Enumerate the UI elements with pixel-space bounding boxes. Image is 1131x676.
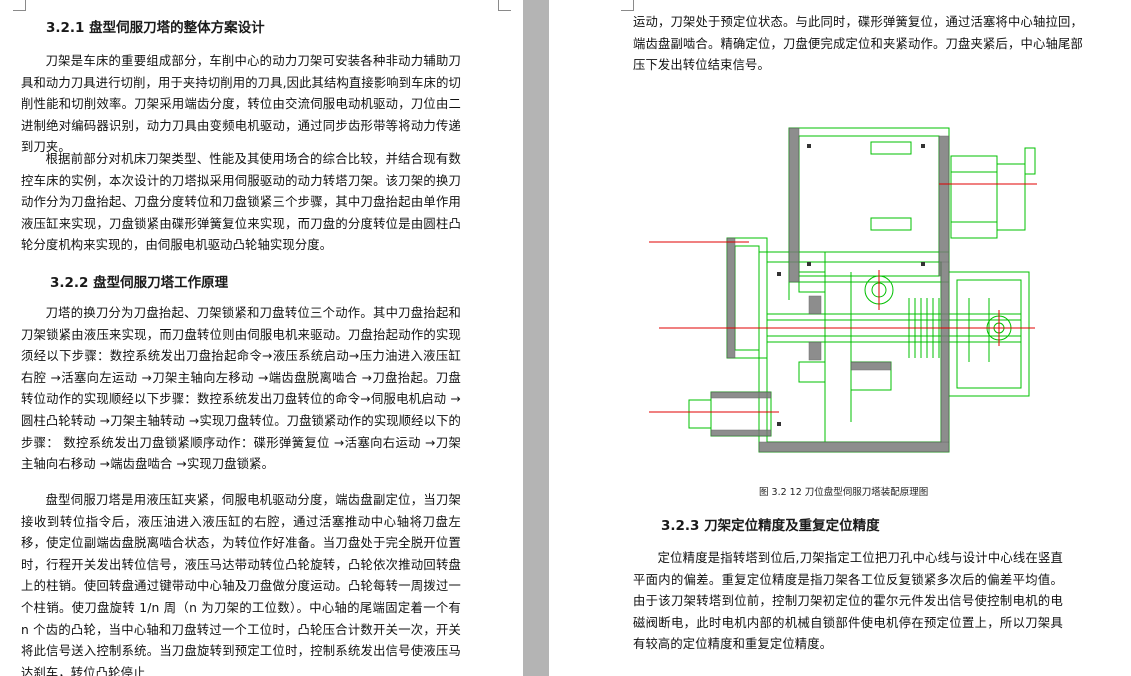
tool-holder-outline: [710, 391, 772, 437]
turret-assembly-drawing: [649, 127, 1037, 453]
paragraph-turret-overview: 刀架是车床的重要组成部分，车削中心的动力刀架可安装各种非动力辅助刀具和动力刀具进…: [21, 54, 461, 155]
paragraph-design-choice: 根据前部分对机床刀架类型、性能及其使用场合的综合比较，并结合现有数控车床的实例，…: [21, 152, 461, 253]
figure-caption: 图 3.2 12 刀位盘型伺服刀塔装配原理图: [759, 487, 929, 498]
document-page-right: 运动，刀架处于预定位状态。与此同时，碟形弹簧复位，通过活塞将中心轴拉回，端齿盘副…: [549, 0, 1131, 676]
margin-corner-mark: [621, 0, 634, 11]
centerlines: [649, 183, 1037, 413]
section-heading-3-2-3: 3.2.3 刀架定位精度及重复定位精度: [661, 518, 880, 534]
paragraph-indexing-mechanism: 盘型伺服刀塔是用液压缸夹紧，伺服电机驱动分度，端齿盘副定位，当刀架接收到转位指令…: [21, 493, 461, 676]
servo-motor-outline: [950, 155, 998, 239]
upper-housing-outline: [788, 127, 950, 283]
margin-corner-mark: [498, 0, 511, 11]
hatched-wall-left: [788, 127, 800, 283]
page-gutter: [523, 0, 549, 676]
paragraph-positioning-accuracy: 定位精度是指转塔到位后,刀架指定工位把刀孔中心线与设计中心线在竖直平面内的偏差。…: [633, 551, 1063, 652]
paragraph-positioning-complete: 运动，刀架处于预定位状态。与此同时，碟形弹簧复位，通过活塞将中心轴拉回，端齿盘副…: [633, 15, 1083, 73]
section-heading-3-2-2: 3.2.2 盘型伺服刀塔工作原理: [50, 275, 229, 291]
paragraph-working-steps: 刀塔的换刀分为刀盘抬起、刀架锁紧和刀盘转位三个动作。其中刀盘抬起和刀架锁紧由液压…: [21, 306, 461, 472]
section-heading-3-2-1: 3.2.1 盘型伺服刀塔的整体方案设计: [46, 20, 265, 36]
document-page-left: 3.2.1 盘型伺服刀塔的整体方案设计 刀架是车床的重要组成部分，车削中心的动力…: [0, 0, 523, 676]
margin-corner-mark: [13, 0, 26, 11]
